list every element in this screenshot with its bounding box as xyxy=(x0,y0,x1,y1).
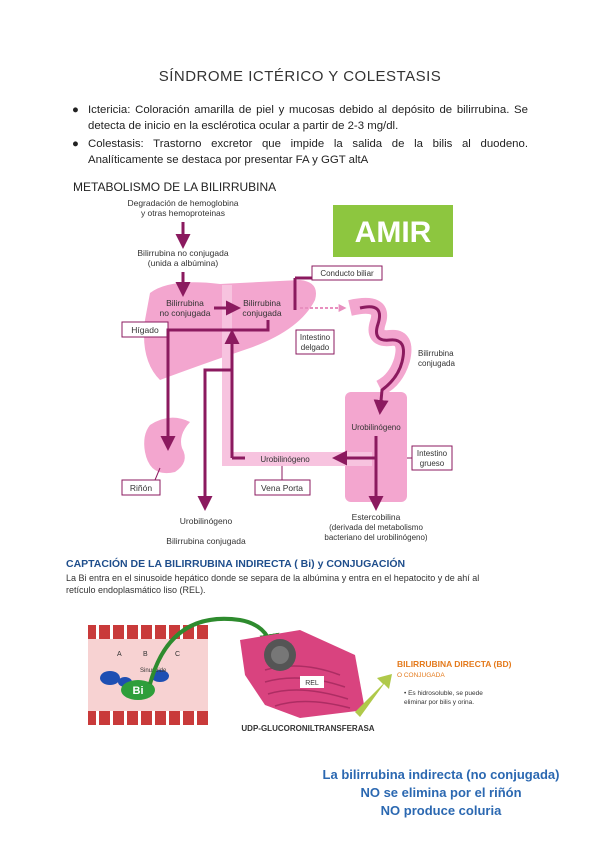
rel-tag xyxy=(300,676,324,688)
page-title: SÍNDROME ICTÉRICO Y COLESTASIS xyxy=(158,68,442,85)
label-urobilinogeno-mid: Urobilinógeno xyxy=(260,455,310,464)
label-intestino: Intestino xyxy=(300,333,331,342)
hepatocyte-band-bottom xyxy=(88,711,208,725)
amir-logo xyxy=(333,205,453,257)
label-higado: Hígado xyxy=(131,325,159,335)
label-grueso: grueso xyxy=(420,459,445,468)
bd-note-1: • Es hidrosoluble, se puede xyxy=(404,690,483,697)
bullet-dot-icon: ● xyxy=(72,138,79,150)
closing-line: NO se elimina por el riñón xyxy=(360,785,522,800)
closing-line: NO produce coluria xyxy=(380,803,502,818)
arrow-to-orina xyxy=(197,368,232,511)
label-b: B xyxy=(143,651,148,658)
bd-note-2: eliminar por bilis y orina. xyxy=(404,699,474,706)
label-degradacion: Degradación de hemoglobina xyxy=(127,198,238,208)
label-delgado: delgado xyxy=(301,343,330,352)
label-bil-conj-right-2: conjugada xyxy=(418,359,455,368)
label-bnc-2: (unida a albúmina) xyxy=(148,258,219,268)
label-degradacion-2: y otras hemoproteinas xyxy=(141,208,225,218)
bi-label: Bi xyxy=(133,685,144,697)
box-intestino-grueso xyxy=(411,445,453,471)
box-intestino-delgado xyxy=(295,329,335,355)
label-grueso-intestino: Intestino xyxy=(417,449,448,458)
hepatocyte-cell xyxy=(240,630,365,718)
bullet-text: Ictericia: Coloración amarilla de piel y… xyxy=(88,104,528,132)
label-bil-conj-bottom: Bilirrubina conjugada xyxy=(166,536,246,546)
closing-line: La bilirrubina indirecta (no conjugada) xyxy=(322,767,560,782)
label-estercobilina: Estercobilina xyxy=(352,512,401,522)
label-c: C xyxy=(175,651,180,658)
uptake-illustration: A B C Sinusoide Bi REL UDP-GLUCORONILTRA… xyxy=(88,616,512,733)
label-conducto-biliar: Conducto biliar xyxy=(320,269,374,278)
bd-arrow xyxy=(355,674,392,717)
bullet-text: Colestasis: Trastorno excretor que impid… xyxy=(88,138,528,166)
box-conducto-biliar xyxy=(311,265,383,281)
box-rinon xyxy=(121,479,161,496)
label-ester-3: bacteriano del urobilinógeno) xyxy=(324,533,428,542)
label-bil-conj-right: Bilirrubina xyxy=(418,349,454,358)
label-liver-bnc-2: no conjugada xyxy=(159,308,210,318)
label-liver-bc-2: conjugada xyxy=(242,308,282,318)
rel-label: REL xyxy=(305,680,319,687)
label-rinon: Riñón xyxy=(130,483,152,493)
section-title-metabolismo: METABOLISMO DE LA BILIRRUBINA xyxy=(73,180,277,194)
bullet-dot-icon: ● xyxy=(72,104,79,116)
label-a: A xyxy=(117,651,122,658)
cell-stripes xyxy=(96,625,197,725)
label-uro-bottom: Urobilinógeno xyxy=(180,516,233,526)
arrow-intestinal-path xyxy=(359,305,405,415)
green-uptake-arrow xyxy=(148,616,280,685)
rinon-pointer xyxy=(154,467,161,481)
nucleolus xyxy=(271,646,289,664)
captacion-title: CAPTACIÓN DE LA BILIRRUBINA INDIRECTA ( … xyxy=(66,558,406,570)
label-liver-bnc: Bilirrubina xyxy=(166,298,204,308)
bullet-ictericia: ● Ictericia: Coloración amarilla de piel… xyxy=(72,103,528,134)
enzyme-label: UDP-GLUCORONILTRANSFERASA xyxy=(241,724,374,733)
label-ester-2: (derivada del metabolismo xyxy=(329,523,423,532)
bilirubin-metabolism-diagram: AMIR Degradación de hemoglobina y otras … xyxy=(121,198,455,546)
label-vena-porta: Vena Porta xyxy=(261,483,303,493)
bi-bubble xyxy=(121,680,155,700)
closing-note: La bilirrubina indirecta (no conjugada) … xyxy=(300,766,582,820)
label-bnc: Bilirrubina no conjugada xyxy=(137,248,228,258)
bd-title: BILIRRUBINA DIRECTA (BD) xyxy=(397,659,512,669)
bullet-colestasis: ● Colestasis: Trastorno excretor que imp… xyxy=(72,137,528,168)
arrow-liver-down xyxy=(166,320,270,435)
label-urobilinogeno-int: Urobilinógeno xyxy=(351,423,401,432)
label-liver-bc: Bilirrubina xyxy=(243,298,281,308)
amir-logo-text: AMIR xyxy=(355,216,432,249)
bd-subtitle: O CONJUGADA xyxy=(397,672,445,679)
albumin-blob xyxy=(100,671,120,685)
captacion-text: La Bi entra en el sinusoide hepático don… xyxy=(66,573,480,595)
